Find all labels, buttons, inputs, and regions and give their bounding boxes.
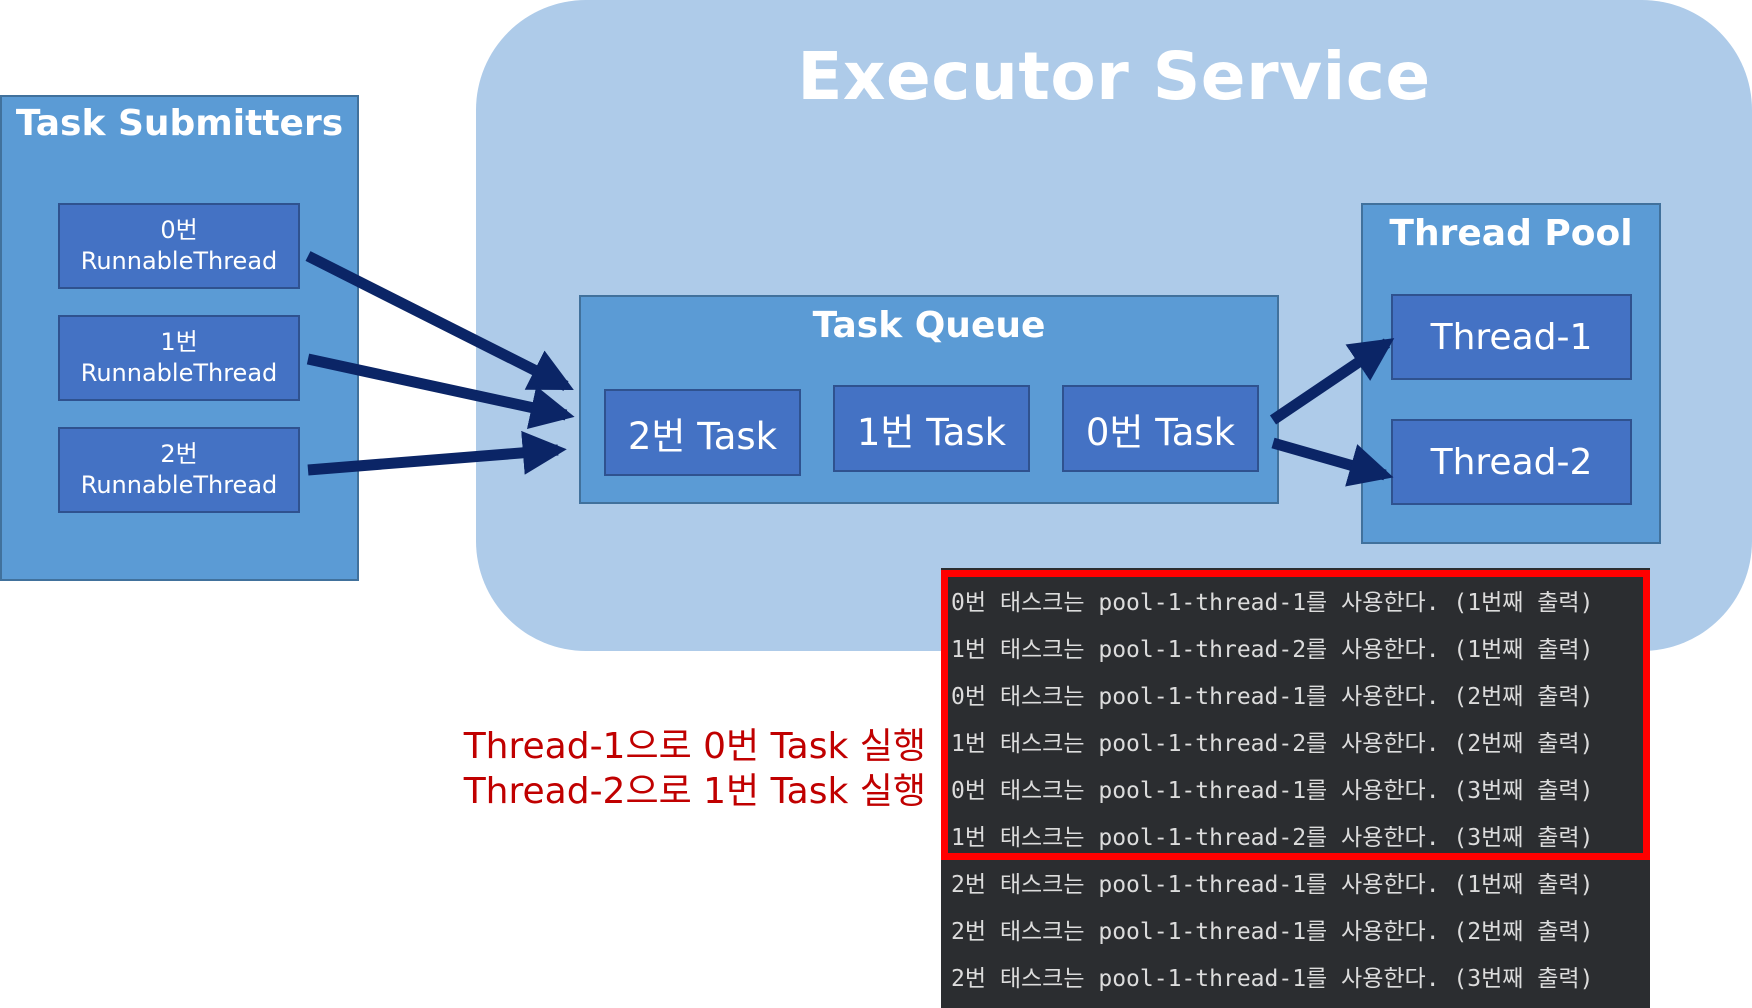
annotation-line-2: Thread-2으로 1번 Task 실행 bbox=[463, 771, 926, 812]
console-line: 1번 태스크는 pool-1-thread-2를 사용한다. (3번째 출력) bbox=[951, 825, 1594, 851]
submitter-0-number: 0번 bbox=[160, 216, 198, 244]
console-output: 0번 태스크는 pool-1-thread-1를 사용한다. (1번째 출력) … bbox=[941, 568, 1650, 1008]
highlight-box bbox=[941, 570, 1650, 860]
task-queue-title: Task Queue bbox=[812, 305, 1046, 346]
queue-task-2: 2번 Task bbox=[604, 389, 801, 476]
executor-service-title: Executor Service bbox=[797, 38, 1431, 115]
submitter-2-label: RunnableThread bbox=[80, 471, 278, 499]
console-line: 0번 태스크는 pool-1-thread-1를 사용한다. (3번째 출력) bbox=[951, 778, 1594, 804]
queue-task-0: 0번 Task bbox=[1062, 385, 1259, 472]
console-line: 2번 태스크는 pool-1-thread-1를 사용한다. (2번째 출력) bbox=[951, 919, 1594, 945]
console-line: 0번 태스크는 pool-1-thread-1를 사용한다. (1번째 출력) bbox=[951, 590, 1594, 616]
task-submitters-title: Task Submitters bbox=[15, 103, 344, 144]
submitter-0-box: 0번 RunnableThread bbox=[58, 203, 300, 289]
console-line: 2번 태스크는 pool-1-thread-1를 사용한다. (1번째 출력) bbox=[951, 872, 1594, 898]
submitter-0-label: RunnableThread bbox=[80, 247, 278, 275]
submitter-1-number: 1번 bbox=[160, 328, 198, 356]
console-line: 1번 태스크는 pool-1-thread-2를 사용한다. (2번째 출력) bbox=[951, 731, 1594, 757]
console-line: 1번 태스크는 pool-1-thread-2를 사용한다. (1번째 출력) bbox=[951, 637, 1594, 663]
submitter-2-number: 2번 bbox=[160, 440, 198, 468]
console-line: 2번 태스크는 pool-1-thread-1를 사용한다. (3번째 출력) bbox=[951, 966, 1594, 992]
annotation-text: Thread-1으로 0번 Task 실행 Thread-2으로 1번 Task… bbox=[440, 724, 926, 814]
submitter-2-box: 2번 RunnableThread bbox=[58, 427, 300, 513]
thread-1-box: Thread-1 bbox=[1391, 294, 1632, 380]
queue-task-1: 1번 Task bbox=[833, 385, 1030, 472]
annotation-line-1: Thread-1으로 0번 Task 실행 bbox=[463, 726, 926, 767]
console-line: 0번 태스크는 pool-1-thread-1를 사용한다. (2번째 출력) bbox=[951, 684, 1594, 710]
thread-2-box: Thread-2 bbox=[1391, 419, 1632, 505]
thread-pool-title: Thread Pool bbox=[1389, 213, 1633, 254]
submitter-1-label: RunnableThread bbox=[80, 359, 278, 387]
submitter-1-box: 1번 RunnableThread bbox=[58, 315, 300, 401]
